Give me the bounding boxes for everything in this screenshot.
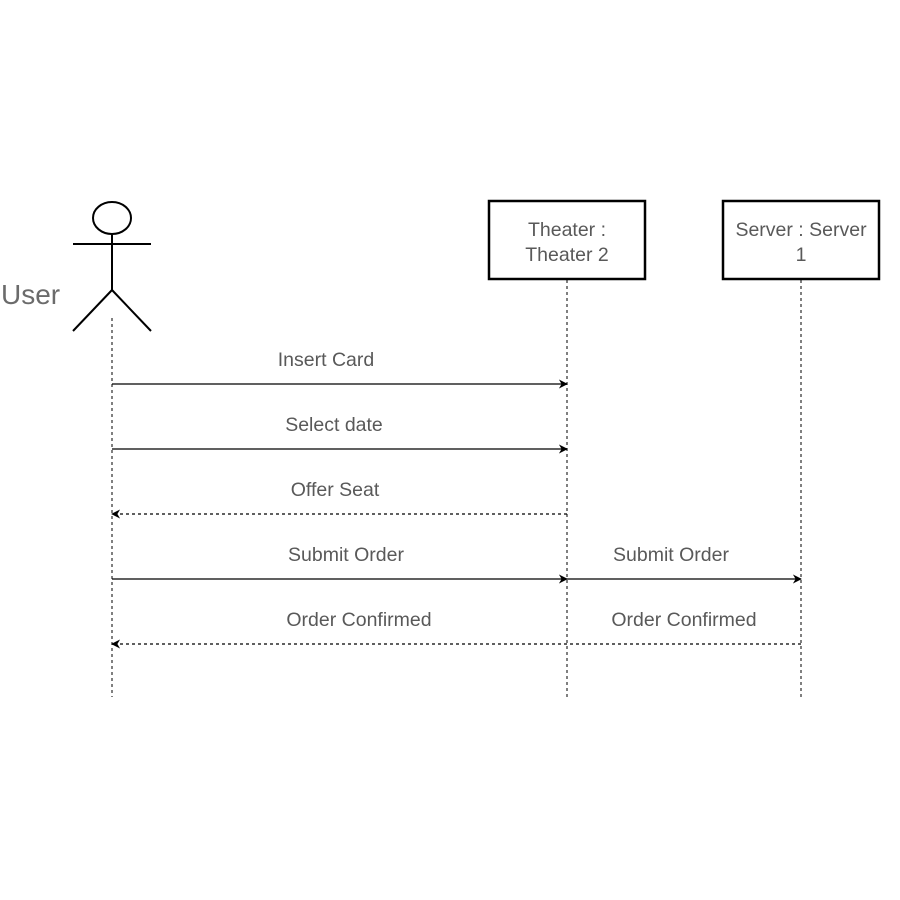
participant-label-line-2: Theater 2 (525, 244, 608, 266)
message-offer-seat: Offer Seat (111, 479, 567, 519)
actor-label: User (1, 279, 60, 310)
message-submit-order-user-theater: Submit Order (112, 544, 568, 584)
participant-label-line-1: Theater : (528, 219, 606, 241)
message-label: Select date (285, 414, 383, 436)
message-label: Submit Order (613, 544, 729, 566)
actor-head (92, 201, 132, 235)
message-label: Order Confirmed (611, 609, 756, 631)
participant-server: Server : Server 1 (721, 199, 881, 281)
participant-label-line-1: Server : Server (735, 219, 867, 241)
message-select-date: Select date (112, 414, 568, 454)
message-order-confirmed-theater-user: Order Confirmed (111, 609, 567, 649)
message-label: Order Confirmed (286, 609, 431, 631)
user-actor: User (1, 201, 152, 332)
message-label: Insert Card (278, 349, 374, 371)
message-insert-card: Insert Card (112, 349, 568, 389)
participant-box (487, 199, 647, 281)
participant-label-line-2: 1 (796, 244, 807, 266)
participant-theater: Theater : Theater 2 (487, 199, 647, 281)
participant-box (721, 199, 881, 281)
message-order-confirmed-server-theater: Order Confirmed (567, 609, 801, 645)
actor-right-leg (111, 289, 152, 332)
actor-left-leg (72, 289, 113, 332)
message-label: Submit Order (288, 544, 404, 566)
message-label: Offer Seat (291, 479, 380, 501)
message-submit-order-theater-server: Submit Order (567, 544, 802, 584)
